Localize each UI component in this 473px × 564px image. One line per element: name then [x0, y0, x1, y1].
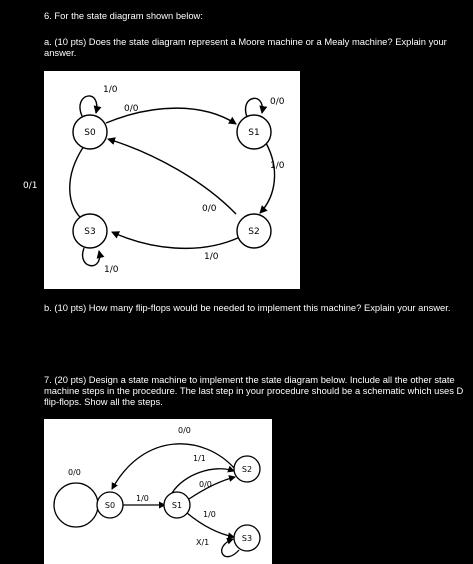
state-s1-label: S1: [248, 128, 259, 138]
transition-s0-to-s1: [105, 107, 237, 125]
label-s2-to-s0: 0/0: [202, 204, 217, 214]
state-s0-label: S0: [84, 128, 96, 138]
transition-s0-self: [53, 482, 99, 528]
state-s3: [72, 213, 108, 249]
transition-s2-to-s0: [111, 443, 236, 490]
transition-s0-self: [79, 95, 102, 117]
state-s2-label: S2: [248, 227, 259, 237]
state-s3-label: S3: [84, 227, 95, 237]
state-s0: [72, 114, 108, 150]
state-s0-label: S0: [105, 501, 115, 510]
state-diagram-2: S0 S1 S2 S3 0/0 0/0 1/0 1/1 0/0 1/0 X/1: [44, 419, 272, 564]
label-s1-to-s2-top: 1/1: [193, 454, 206, 463]
label-s2-to-s0: 0/0: [178, 426, 191, 435]
transition-s1-to-s2: [188, 475, 236, 500]
state-s2: [233, 455, 261, 483]
label-s0-to-s1: 1/0: [136, 494, 149, 503]
state-s1-label: S1: [172, 501, 182, 510]
label-s0-self: 1/0: [103, 85, 118, 95]
label-s0-to-s1: 0/0: [124, 104, 139, 114]
question-6-title: 6. For the state diagram shown below:: [44, 10, 203, 21]
transition-s1-to-s3: [186, 512, 235, 540]
label-s1-to-s3: 1/0: [203, 510, 216, 519]
label-s2-to-s3: 1/0: [204, 252, 219, 262]
state-s3: [233, 524, 261, 552]
state-diagram-1: S0 S1 S2 S3 1/0 0/0 0/0 1/0 0/1 0/0 1/0 …: [44, 71, 300, 289]
transition-s3-self: [81, 247, 105, 267]
label-s3-self: X/1: [196, 538, 209, 547]
label-s1-to-s2: 1/0: [270, 161, 285, 171]
label-s0-self: 0/0: [68, 468, 81, 477]
question-6b-text: b. (10 pts) How many flip-flops would be…: [44, 302, 451, 313]
question-6a-text: a. (10 pts) Does the state diagram repre…: [44, 36, 447, 58]
transition-s2-to-s3: [111, 231, 241, 250]
state-s1: [236, 114, 272, 150]
state-s3-label: S3: [242, 534, 252, 543]
state-s1: [163, 491, 191, 519]
question-7-text: 7. (20 pts) Design a state machine to im…: [44, 374, 464, 407]
label-s3-self: 1/0: [104, 265, 119, 275]
transition-s3-self: [221, 537, 240, 558]
transition-s0-s3: [69, 145, 85, 222]
label-s0-s3-outside: 0/1: [23, 181, 38, 191]
label-s1-self: 0/0: [270, 97, 285, 107]
state-s0: [96, 491, 124, 519]
transition-s2-to-s0: [107, 137, 237, 215]
transition-s1-to-s2-top: [171, 465, 235, 494]
label-s1-to-s2: 0/0: [199, 480, 212, 489]
state-s2-label: S2: [242, 465, 252, 474]
transition-s1-self: [244, 97, 268, 118]
transition-s1-to-s2: [259, 142, 276, 214]
state-s2: [236, 213, 272, 249]
